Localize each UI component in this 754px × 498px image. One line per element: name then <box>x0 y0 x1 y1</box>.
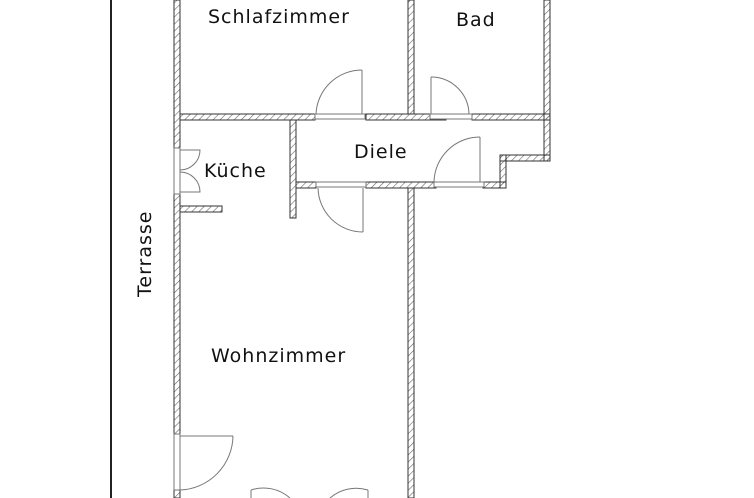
room-label-kueche: Küche <box>204 160 267 182</box>
room-label-diele: Diele <box>354 141 408 163</box>
room-label-schlafzimmer: Schlafzimmer <box>208 6 350 28</box>
walls <box>173 0 551 498</box>
outside-label-terrasse: Terrasse <box>134 210 156 298</box>
room-label-wohnzimmer: Wohnzimmer <box>211 345 347 367</box>
doors <box>173 69 485 498</box>
room-label-bad: Bad <box>456 9 496 31</box>
